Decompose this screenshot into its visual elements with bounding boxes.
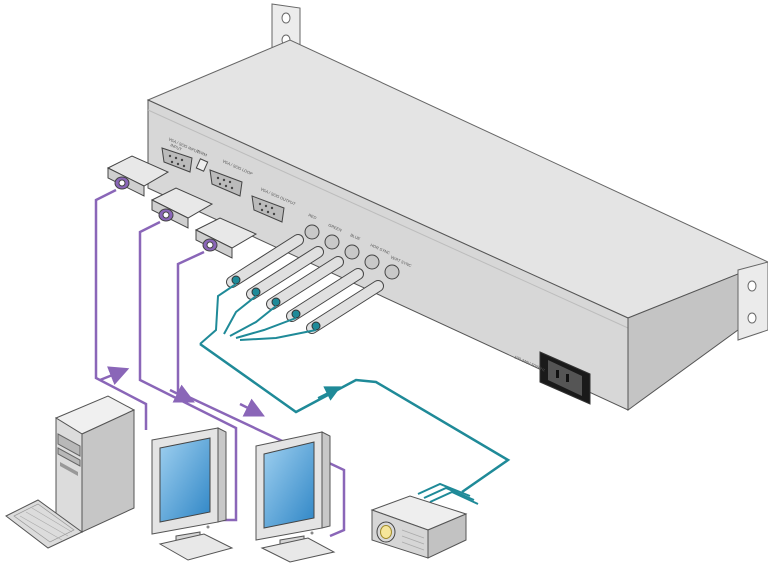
keyboard-keys — [13, 503, 75, 543]
power-inlet — [539, 351, 591, 405]
floppy-slot — [60, 462, 78, 476]
monitor-base — [260, 537, 336, 563]
vga-cable-monitor-2 — [176, 250, 346, 538]
monitor-1 — [151, 427, 234, 561]
monitor-screen — [263, 441, 315, 529]
vga-connector-input — [106, 155, 170, 197]
rack-device: VGA / SOG INPUT INPUT TERM VGA / SOG LOO… — [146, 3, 768, 411]
bnc-plug — [246, 246, 324, 300]
label-red: RED — [308, 212, 318, 220]
vga-loop-port — [209, 169, 243, 197]
vga-cable-monitor-1 — [138, 220, 238, 522]
projector-vents — [401, 529, 425, 551]
label-term: TERM — [196, 148, 208, 157]
keyboard — [5, 499, 83, 549]
vga-output-port — [251, 195, 285, 223]
rack-screw-hole — [747, 280, 757, 292]
projector-lens — [380, 525, 392, 539]
rgbhv-cables — [199, 283, 511, 505]
projector — [370, 495, 468, 559]
label-input-sub: INPUT — [170, 142, 184, 152]
rack-screw-hole — [747, 312, 757, 324]
computer — [5, 395, 136, 549]
bnc-plug — [226, 234, 304, 288]
bnc-plug — [286, 268, 364, 322]
bnc-plug — [266, 256, 344, 310]
vga-connector-output — [194, 217, 258, 259]
drive-bay — [57, 447, 81, 467]
bnc-sockets — [304, 224, 400, 280]
rgbhv-cable-arrow — [317, 386, 342, 401]
vga-cable-computer — [94, 188, 148, 430]
drive-bay — [57, 433, 81, 457]
vga-cable-arrow — [99, 366, 130, 385]
label-blue: BLUE — [350, 232, 362, 241]
monitor-screen — [159, 437, 211, 523]
rack-ear-right — [737, 261, 768, 341]
bnc-plugs — [226, 234, 384, 334]
rgbhv-cable-projector — [199, 342, 511, 494]
projector-side — [427, 513, 467, 559]
vga-cable-arrow — [239, 398, 265, 417]
vga-connector-loop — [150, 187, 214, 229]
bnc-plug — [306, 280, 384, 334]
monitor-2 — [255, 431, 336, 563]
computer-tower-side — [81, 409, 135, 533]
vga-input-port — [161, 147, 193, 173]
vga-cable-arrow — [169, 384, 195, 403]
vga-cables — [94, 188, 346, 538]
label-green: GREEN — [328, 222, 343, 232]
rack-screw-hole — [281, 12, 291, 24]
monitor-base — [158, 533, 234, 561]
term-switch — [195, 158, 209, 172]
